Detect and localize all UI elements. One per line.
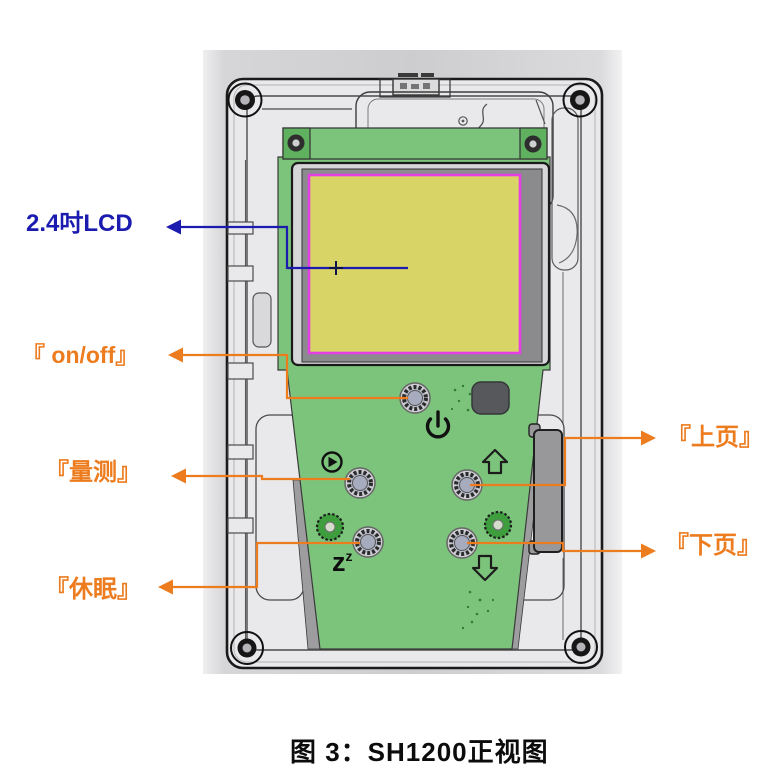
sleep-button [352,526,384,558]
lcd-screen [307,173,522,355]
page-up-pointer-line [470,436,643,487]
page-down-button [446,527,478,559]
sleep-z-sup: z [345,548,353,564]
top-mark [398,73,418,77]
onoff-pointer-line [181,353,408,400]
screw-boss-left [315,512,345,542]
measure-arrowhead [171,468,186,484]
down-arrow-icon [471,554,499,582]
page-up-arrowhead [641,430,656,446]
label-measure: 『量测』 [45,459,141,486]
power-icon [425,410,451,439]
label-sleep: 『休眠』 [45,576,141,603]
pcb-speckles [450,384,495,630]
label-page-down: 『下页』 [665,532,761,559]
buzzer [471,381,510,415]
sleep-z-icon: zz [332,549,353,576]
label-page-up: 『上页』 [667,424,763,451]
lcd-crosshair [329,261,343,275]
play-icon [321,451,343,473]
label-lcd: 2.4吋LCD [26,210,133,237]
figure-caption: 图 3：SH1200正视图 [290,737,549,767]
left-connector-tab [252,292,272,348]
mounting-clip [528,423,563,555]
up-arrow-icon [481,448,509,475]
page-down-pointer-line [467,541,643,553]
measure-button [344,467,376,499]
label-onoff: 『 on/off』 [22,342,139,368]
onoff-arrowhead [168,347,183,363]
corner-screw-bottom-left [230,631,264,665]
corner-screw-top-left [227,82,263,118]
annotation-lines [158,219,656,595]
screw-boss-right [483,510,513,540]
lcd-pointer-line [179,225,408,270]
lcd-assembly [290,161,551,367]
corner-screws [227,82,598,665]
sleep-z-base: z [332,547,346,577]
pcb-top-strip [282,127,548,160]
sleep-pointer-line [171,541,360,589]
corner-screw-bottom-right [564,630,598,664]
lcd-arrowhead [166,219,181,235]
corner-screw-top-right [562,82,598,118]
page-down-arrowhead [641,543,656,559]
sleep-arrowhead [158,579,173,595]
measure-pointer-line [184,474,350,481]
power-button [399,382,431,414]
